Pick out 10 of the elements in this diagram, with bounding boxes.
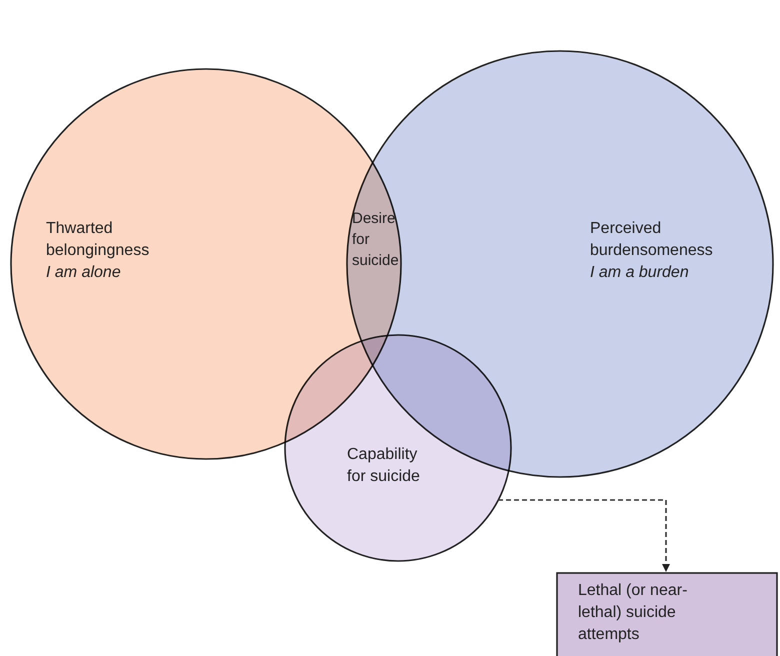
arrow bbox=[498, 499, 670, 572]
circle-subtitle: I am a burden bbox=[590, 263, 690, 283]
circle-label: Thwarted belongingness bbox=[46, 219, 150, 261]
box-label: Lethal (or near-lethal) suicide attempts bbox=[578, 581, 688, 645]
venn-circle bbox=[284, 334, 512, 562]
circle-label: Capability for suicide bbox=[347, 445, 421, 487]
overlap-label: Desire for suicide bbox=[352, 209, 400, 271]
outcome-box bbox=[556, 572, 778, 656]
circle-subtitle: I am alone bbox=[46, 263, 122, 283]
circle-label: Perceived burdensomeness bbox=[590, 219, 714, 261]
